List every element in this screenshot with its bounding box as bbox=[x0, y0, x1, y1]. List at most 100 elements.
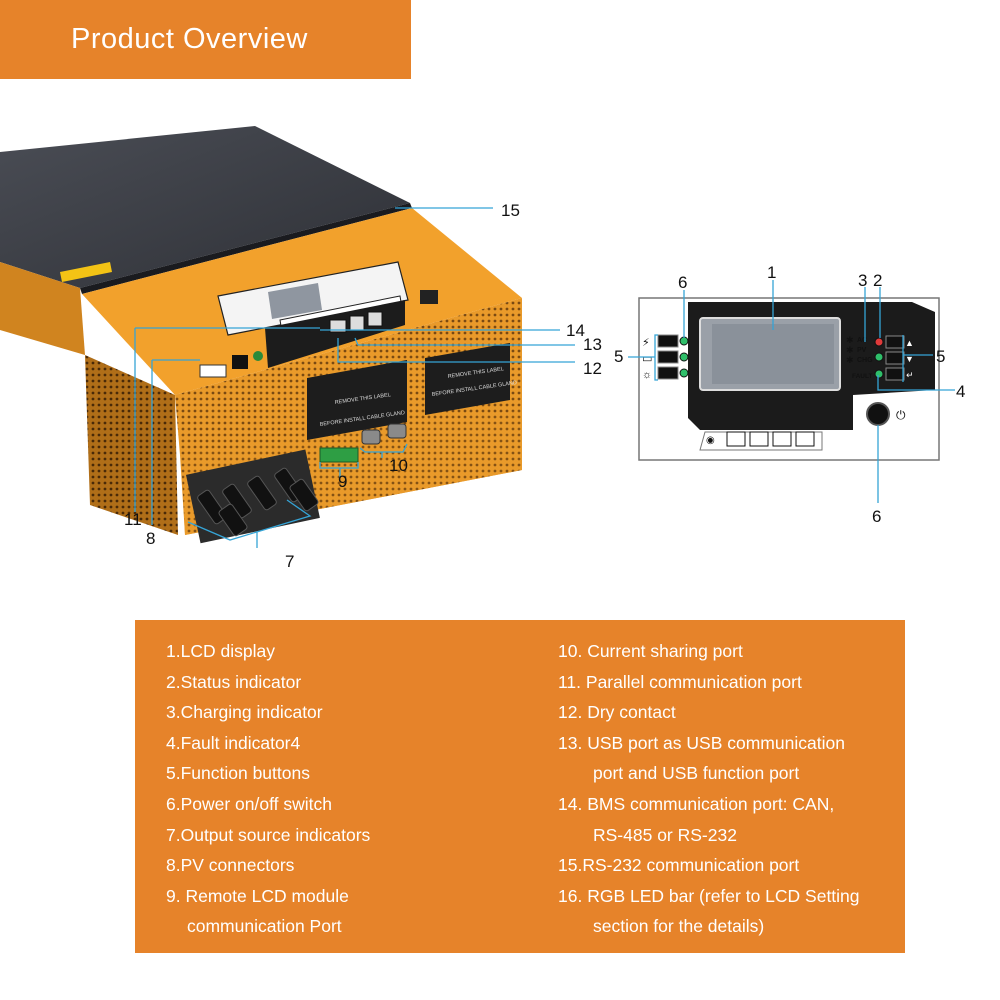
legend-item-8: 8.PV connectors bbox=[166, 855, 295, 876]
function-btn-enter[interactable] bbox=[885, 367, 905, 381]
warning-sticker bbox=[60, 262, 112, 282]
callout-9: 8 bbox=[146, 529, 155, 548]
grid-icon: ⚡ bbox=[642, 337, 650, 349]
callout-15: 14 bbox=[566, 321, 585, 340]
callout-3: 3 bbox=[858, 271, 867, 290]
legend-item-7: 7.Output source indicators bbox=[166, 824, 371, 845]
current-sharing-port bbox=[319, 447, 359, 463]
legend-column-right: 10. Current sharing port 11. Parallel co… bbox=[558, 636, 903, 942]
pv-label: PV bbox=[857, 347, 867, 354]
sun-icon-pv: ✱ bbox=[846, 345, 854, 355]
function-btn-up[interactable] bbox=[885, 335, 905, 349]
remote-lcd-port bbox=[232, 355, 248, 369]
callout-11: 10 bbox=[389, 456, 408, 475]
legend-item-2: 2.Status indicator bbox=[166, 671, 302, 692]
bms-port bbox=[349, 315, 365, 331]
legend-item-16-cont: section for the details) bbox=[593, 916, 765, 937]
legend-item-5: 5.Function buttons bbox=[166, 763, 310, 784]
callout-5-right: 5 bbox=[936, 347, 945, 366]
callout-12: 11 bbox=[124, 510, 142, 529]
output-led-3 bbox=[679, 368, 689, 378]
inverter-top bbox=[0, 126, 410, 288]
callout-5-left: 5 bbox=[614, 347, 623, 366]
port-icon-4 bbox=[795, 431, 815, 447]
sun-icon-chg: ✱ bbox=[846, 355, 854, 365]
product-illustration: REMOVE THIS LABEL BEFORE INSTALL CABLE G… bbox=[0, 126, 965, 571]
callout-8: 7 bbox=[285, 552, 294, 571]
callout-1: 1 bbox=[767, 263, 776, 282]
arrow-up-icon: ▲ bbox=[905, 338, 914, 348]
ground-screw bbox=[253, 351, 263, 361]
function-btn-down[interactable] bbox=[885, 351, 905, 365]
fault-label: FAULT bbox=[852, 373, 872, 380]
port-icon-3 bbox=[772, 431, 792, 447]
power-icon: ⏻ bbox=[896, 408, 906, 422]
legend-item-3: 3.Charging indicator bbox=[166, 702, 323, 723]
callout-6: 6 bbox=[872, 507, 881, 526]
callout-4: 4 bbox=[956, 382, 965, 401]
enter-icon: ↵ bbox=[906, 370, 914, 380]
legend-item-6: 6.Power on/off switch bbox=[166, 793, 333, 814]
legend-item-1: 1.LCD display bbox=[166, 641, 275, 661]
inverter-left-vent bbox=[85, 355, 178, 535]
solar-icon: ☼ bbox=[642, 369, 652, 381]
legend-item-14: 14. BMS communication port: CAN, bbox=[558, 793, 835, 814]
parallel-port-2 bbox=[387, 423, 407, 439]
legend-item-9: 9. Remote LCD module bbox=[166, 885, 349, 906]
rs232-port bbox=[367, 311, 383, 327]
power-switch[interactable] bbox=[866, 402, 890, 426]
callout-10: 9 bbox=[338, 472, 347, 491]
charging-led bbox=[874, 352, 884, 362]
callout-7: 6 bbox=[678, 273, 687, 292]
legend-item-15: 15.RS-232 communication port bbox=[558, 855, 800, 876]
callout-13: 12 bbox=[583, 359, 602, 378]
inverter-unit: REMOVE THIS LABEL BEFORE INSTALL CABLE G… bbox=[0, 126, 522, 544]
legend-item-13-cont: port and USB function port bbox=[593, 763, 800, 784]
usb-port bbox=[329, 319, 347, 333]
dry-contact-port bbox=[199, 364, 227, 378]
output-source-btn-1[interactable] bbox=[657, 334, 679, 348]
pv-connectors bbox=[185, 449, 320, 544]
rgb-led-bar bbox=[80, 203, 412, 294]
legend-item-13: 13. USB port as USB communication bbox=[558, 732, 845, 753]
legend-item-4: 4.Fault indicator4 bbox=[166, 732, 301, 753]
port-icon-1 bbox=[726, 431, 746, 447]
output-led-1 bbox=[679, 336, 689, 346]
callout-14: 13 bbox=[583, 335, 602, 354]
output-source-btn-3[interactable] bbox=[657, 366, 679, 380]
output-source-btn-2[interactable] bbox=[657, 350, 679, 364]
header-banner: Product Overview bbox=[0, 0, 411, 79]
remove-label-sticker-2 bbox=[425, 343, 510, 415]
legend-box: 1.LCD display 2.Status indicator 3.Charg… bbox=[135, 620, 905, 953]
front-panel-diagram: ⚡ ▭ ☼ ✱ AC ✱ PV ✱ CHG FAULT ▲ ▼ ↵ ⏻ ◉ bbox=[638, 297, 940, 461]
legend-item-9-cont: communication Port bbox=[187, 916, 342, 937]
panel-leader-lines bbox=[628, 280, 955, 503]
battery-icon: ▭ bbox=[642, 353, 652, 365]
page-title: Product Overview bbox=[71, 23, 308, 55]
status-led bbox=[874, 337, 884, 347]
side-slot bbox=[420, 290, 438, 304]
arrow-down-icon: ▼ bbox=[905, 354, 914, 364]
wifi-icon: ◉ bbox=[706, 435, 715, 446]
legend-column-left: 1.LCD display 2.Status indicator 3.Charg… bbox=[166, 636, 526, 942]
ac-label: AC bbox=[857, 337, 867, 344]
device-leader-lines bbox=[134, 207, 575, 548]
callout-16: 15 bbox=[501, 201, 520, 220]
legend-item-12: 12. Dry contact bbox=[558, 702, 676, 723]
legend-item-16: 16. RGB LED bar (refer to LCD Setting bbox=[558, 885, 860, 906]
legend-item-14-cont: RS-485 or RS-232 bbox=[593, 824, 737, 845]
callout-2: 2 bbox=[873, 271, 882, 290]
port-icons-row: ◉ bbox=[699, 431, 823, 451]
lcd-display-inner bbox=[712, 324, 834, 384]
fault-led bbox=[874, 369, 884, 379]
inverter-left-side-upper bbox=[0, 262, 85, 355]
legend-item-11: 11. Parallel communication port bbox=[558, 671, 802, 692]
remote-lcd-screen bbox=[268, 283, 322, 319]
chg-label: CHG bbox=[857, 357, 873, 364]
parallel-port-1 bbox=[361, 429, 381, 445]
output-led-2 bbox=[679, 352, 689, 362]
sun-icon-ac: ✱ bbox=[846, 335, 854, 345]
remove-label-sticker-1 bbox=[307, 360, 407, 440]
port-icon-2 bbox=[749, 431, 769, 447]
legend-item-10: 10. Current sharing port bbox=[558, 641, 743, 661]
